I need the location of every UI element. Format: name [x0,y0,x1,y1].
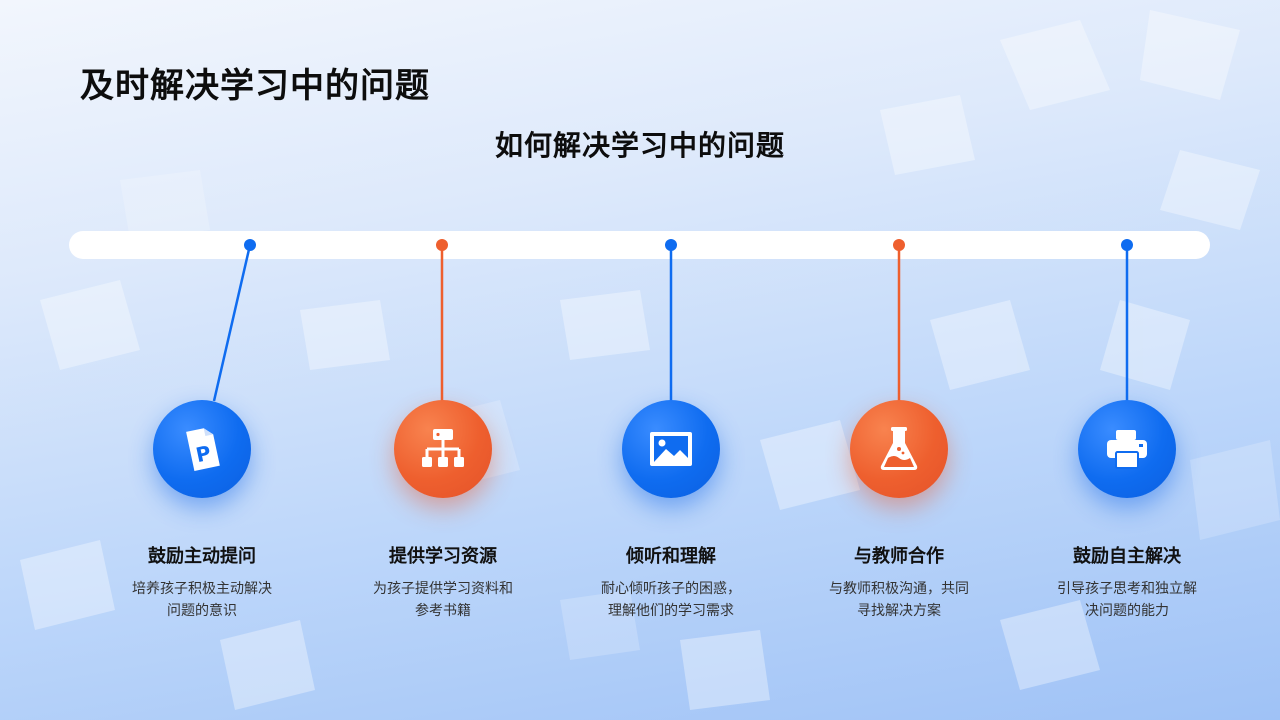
step-desc-2: 为孩子提供学习资料和参考书籍 [373,581,513,619]
svg-text:P: P [194,441,213,468]
step-card-1: P 鼓励主动提问 培养孩子积极主动解决问题的意识 [102,400,302,622]
connector-line-1 [212,244,252,402]
step-card-2: 提供学习资源 为孩子提供学习资料和参考书籍 [343,400,543,622]
step-title-5: 鼓励自主解决 [1073,546,1181,567]
step-desc-5: 引导孩子思考和独立解决问题的能力 [1057,581,1197,619]
step-circle-2 [394,400,492,498]
step-desc-4: 与教师积极沟通，共同寻找解决方案 [829,581,969,619]
step-title-3: 倾听和理解 [626,546,716,567]
section-title: 如何解决学习中的问题 [494,129,785,162]
step-card-5: 鼓励自主解决 引导孩子思考和独立解决问题的能力 [1027,400,1227,622]
step-circle-1: P [153,400,251,498]
timeline-dot-5 [1121,239,1133,251]
timeline-dot-3 [665,239,677,251]
timeline-dot-4 [893,239,905,251]
step-desc-3: 耐心倾听孩子的困惑，理解他们的学习需求 [601,581,741,619]
step-card-4: 与教师合作 与教师积极沟通，共同寻找解决方案 [799,400,999,622]
step-circle-5 [1078,400,1176,498]
step-title-4: 与教师合作 [854,546,944,567]
timeline-dot-1 [244,239,256,251]
flask-icon [880,427,918,470]
ppt-file-icon: P [186,428,220,472]
step-card-3: 倾听和理解 耐心倾听孩子的困惑，理解他们的学习需求 [571,400,771,622]
step-circle-4 [850,400,948,498]
step-title-2: 提供学习资源 [389,546,497,567]
image-icon [650,432,692,466]
step-desc-1: 培养孩子积极主动解决问题的意识 [132,581,272,619]
org-chart-icon [422,429,464,467]
printer-icon [1107,430,1147,469]
step-title-1: 鼓励主动提问 [148,546,256,567]
page-title: 及时解决学习中的问题 [80,66,430,106]
timeline-dot-2 [436,239,448,251]
timeline-bar [69,231,1210,259]
step-circle-3 [622,400,720,498]
